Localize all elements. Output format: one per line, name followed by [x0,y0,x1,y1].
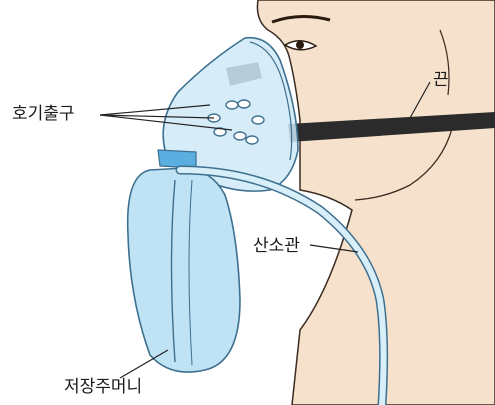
mask-connector [158,150,196,168]
label-exhalation-ports: 호기출구 [12,106,75,123]
label-oxygen-tube: 산소관 [253,238,300,255]
label-reservoir-bag: 저장주머니 [64,379,142,396]
face-profile [257,0,495,405]
pupil [296,41,304,49]
reservoir-bag [128,168,240,372]
label-strap: 끈 [433,72,449,89]
